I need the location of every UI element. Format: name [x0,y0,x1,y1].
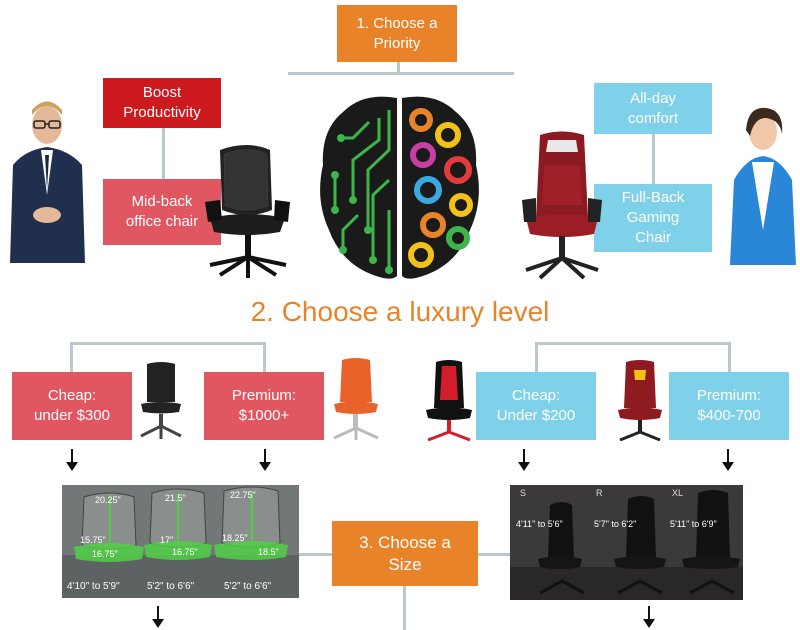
cheap-gaming-chair-image [426,360,472,442]
range-label-1: 4'10" to 5'9" [67,581,120,592]
priority-all-day-comfort: All-day comfort [594,83,712,134]
size-s: S [520,488,527,498]
arrow-down-left-cheap [66,449,78,471]
gaming-range-2: 5'7" to 6'2" [594,519,637,529]
young-man-image [730,107,796,265]
office-chair-image [205,145,290,278]
seat-label-3: 17" [160,535,174,545]
arrow-down-left-premium [259,449,271,471]
seat-label-6: 18.5" [258,547,279,557]
height-label-3: 22.75" [230,490,256,500]
brain-image [320,96,479,279]
connector-right-horizontal [535,342,731,345]
cheap-office-chair-image [140,362,182,439]
left-cheap-tier: Cheap: under $300 [12,372,132,440]
size-xl: XL [672,488,684,498]
height-label-1: 20.25" [95,495,121,505]
connector-right-drop-premium [728,342,731,372]
businessman-image [5,95,90,263]
arrow-down-right-premium [722,449,734,471]
priority-boost-productivity: Boost Productivity [103,78,221,128]
connector-right-priority [652,134,655,184]
chair-type-full-back-gaming: Full-Back Gaming Chair [594,184,712,252]
chair-type-mid-back: Mid-back office chair [103,179,221,245]
connector-right-drop-cheap [535,342,538,372]
arrow-down-bottom-right [643,606,655,628]
height-label-2: 21.5" [165,493,186,503]
arrow-down-bottom-left [152,606,164,628]
office-chair-sizes-photo: 20.25" 21.5" 22.75" 15.75" 16.75" 17" 16… [62,485,299,598]
size-r: R [596,488,603,498]
gaming-chair-image [522,131,602,280]
right-premium-tier: Premium: $400-700 [669,372,789,440]
range-label-2: 5'2" to 6'6" [147,581,195,592]
connector-size-left [296,553,332,556]
connector-left-drop-cheap [70,342,73,372]
right-cheap-tier: Cheap: Under $200 [476,372,596,440]
connector-size-right [478,553,514,556]
connector-size-down [403,586,406,630]
step3-choose-size: 3. Choose a Size [332,521,478,586]
gaming-chair-sizes-photo: S R XL 4'11" to 5'6" 5'7" to 6'2" 5'11" … [510,485,743,600]
premium-gaming-chair-image [618,360,662,442]
arrow-down-right-cheap [518,449,530,471]
seat-label-2: 16.75" [92,549,118,559]
step2-choose-luxury: 2. Choose a luxury level [250,296,550,327]
seat-label-1: 15.75" [80,535,106,545]
gaming-range-1: 4'11" to 5'6" [516,519,563,529]
connector-left-horizontal [70,342,266,345]
range-label-3: 5'2" to 6'6" [224,581,272,592]
connector-top-horizontal [288,72,514,75]
left-premium-tier: Premium: $1000+ [204,372,324,440]
connector-left-priority [162,128,165,180]
gaming-range-3: 5'11" to 6'9" [670,519,717,529]
step1-choose-priority: 1. Choose a Priority [337,5,457,62]
premium-office-chair-image [333,358,379,440]
connector-top-vertical [397,62,400,74]
seat-label-4: 16.75" [172,547,198,557]
connector-left-drop-premium [263,342,266,372]
seat-label-5: 18.25" [222,533,248,543]
